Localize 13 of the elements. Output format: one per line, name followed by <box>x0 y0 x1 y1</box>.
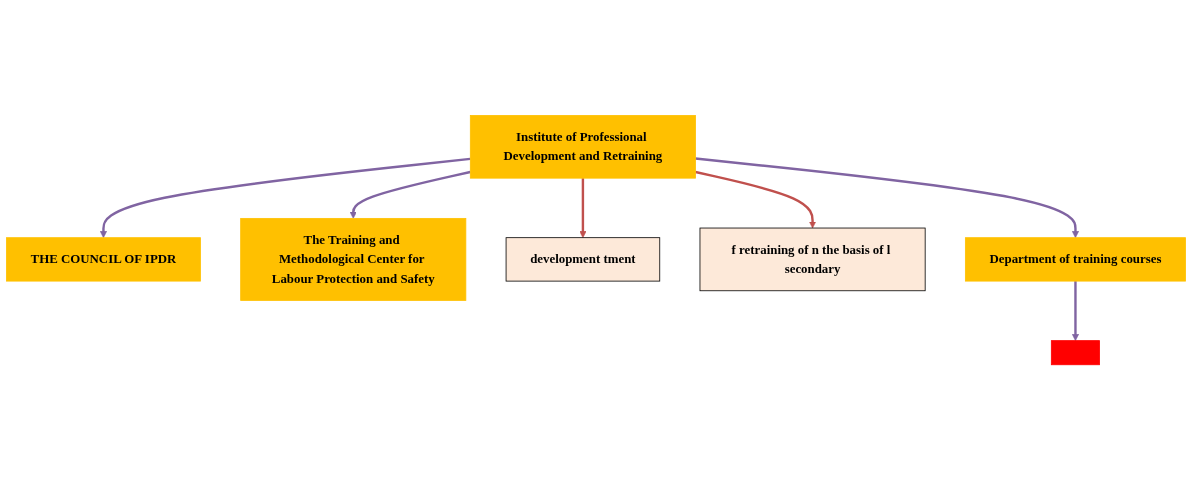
node-box <box>505 237 661 282</box>
arrow <box>99 157 471 238</box>
arrow <box>1071 281 1079 341</box>
node-box <box>6 237 201 282</box>
node-box <box>469 114 696 179</box>
node-box <box>1050 340 1100 366</box>
node-box <box>240 217 467 301</box>
arrow <box>349 170 471 219</box>
node-box <box>699 227 926 292</box>
node-box <box>964 237 1186 282</box>
arrow <box>695 157 1079 238</box>
arrow <box>579 178 587 238</box>
arrow <box>695 170 817 229</box>
